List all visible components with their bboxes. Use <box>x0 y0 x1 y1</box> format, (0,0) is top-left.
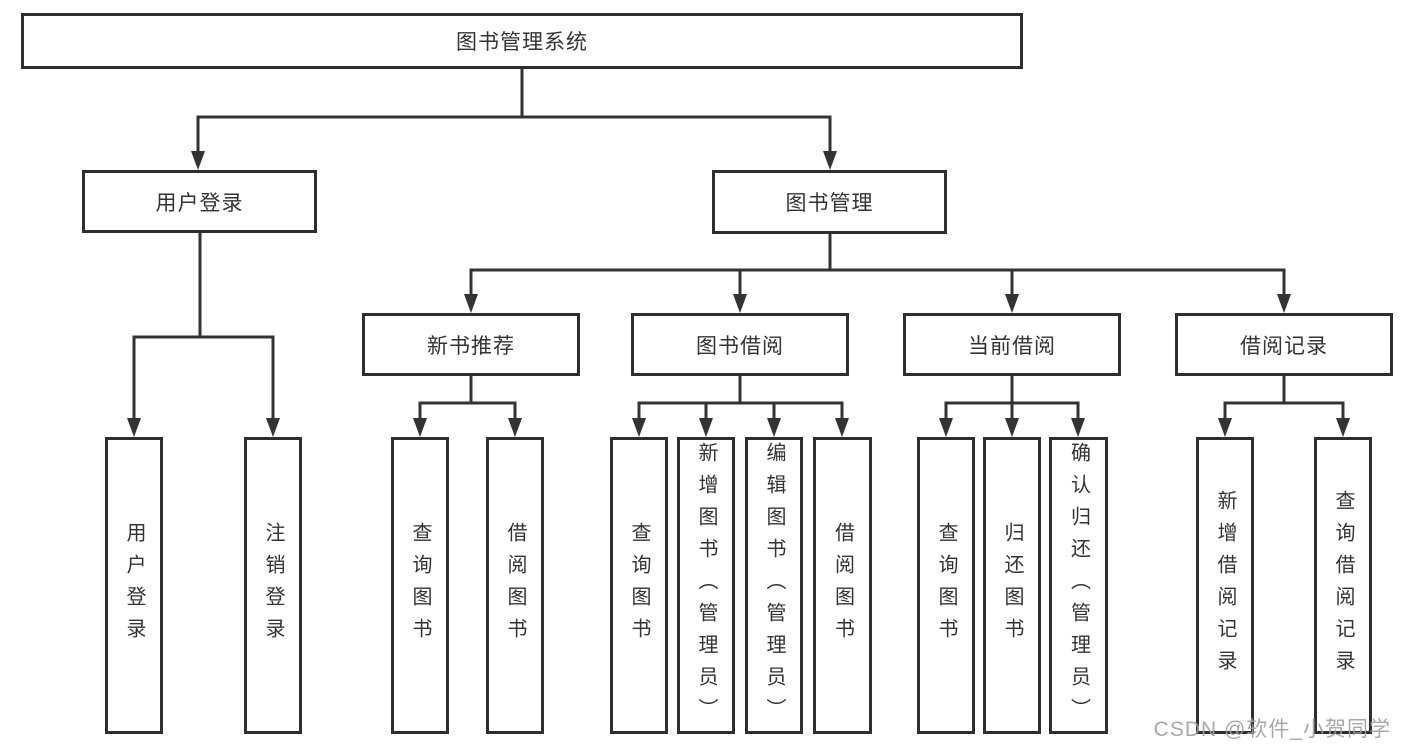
node-library-management-system: 图书管理系统 <box>21 13 1023 69</box>
node-label: 借阅记录 <box>1240 334 1328 358</box>
node-label: 借阅图书 <box>504 521 526 650</box>
leaf-query-books: 查询图书 <box>391 437 449 734</box>
node-label: 查询图书 <box>628 521 650 650</box>
connector-borrowing-records <box>1223 376 1345 421</box>
node-label: 图书借阅 <box>696 334 784 358</box>
arrowhead <box>699 418 713 437</box>
arrowhead <box>835 418 849 437</box>
arrowhead <box>1071 418 1085 437</box>
node-label: 图书管理系统 <box>456 31 588 54</box>
node-label: 查询借阅记录 <box>1332 489 1354 682</box>
node-current-borrowing: 当前借阅 <box>903 313 1121 376</box>
node-label: 查询图书 <box>935 521 957 650</box>
connector-new-book-recommend <box>418 376 517 421</box>
leaf-confirm-return-admin: 确认归还（管理员） <box>1049 437 1108 734</box>
node-new-book-recommend: 新书推荐 <box>362 313 580 376</box>
connector-book-borrowing <box>637 376 844 421</box>
node-book-management: 图书管理 <box>712 170 947 234</box>
node-label: 注销登录 <box>262 521 284 650</box>
arrowhead <box>733 294 747 313</box>
node-label: 确认归还（管理员） <box>1067 441 1090 730</box>
connector-current-borrowing <box>944 376 1080 421</box>
leaf-add-books-admin: 新增图书（管理员） <box>677 437 735 734</box>
node-borrowing-records: 借阅记录 <box>1175 313 1393 376</box>
arrowhead <box>1277 294 1291 313</box>
arrowhead <box>266 418 280 437</box>
arrowhead <box>1218 418 1232 437</box>
arrowhead <box>1336 418 1350 437</box>
csdn-watermark: CSDN @软件_小贺同学 <box>1153 718 1391 741</box>
arrowhead <box>823 151 837 170</box>
leaf-edit-books-admin: 编辑图书（管理员） <box>745 437 803 734</box>
node-label: 用户登录 <box>123 521 145 650</box>
node-label: 新增借阅记录 <box>1214 489 1236 682</box>
node-label: 归还图书 <box>1001 521 1023 650</box>
arrowhead <box>767 418 781 437</box>
arrowhead <box>464 294 478 313</box>
leaf-logout: 注销登录 <box>244 437 302 734</box>
node-label: 用户登录 <box>155 191 244 215</box>
arrowhead <box>413 418 427 437</box>
node-label: 查询图书 <box>409 521 431 650</box>
arrowhead <box>191 151 205 170</box>
connector-root-to-level2 <box>196 69 832 154</box>
node-label: 编辑图书（管理员） <box>763 441 785 730</box>
arrowhead <box>939 418 953 437</box>
leaf-borrow-books: 借阅图书 <box>486 437 544 734</box>
arrowhead <box>127 418 141 437</box>
leaf-borrow-books: 借阅图书 <box>813 437 872 734</box>
node-label: 新书推荐 <box>427 334 515 358</box>
connector-user-login <box>132 233 275 421</box>
node-label: 当前借阅 <box>968 334 1056 358</box>
leaf-query-books: 查询图书 <box>917 437 975 734</box>
leaf-query-books: 查询图书 <box>610 437 668 734</box>
arrowhead <box>1005 418 1019 437</box>
node-label: 借阅图书 <box>831 521 854 650</box>
node-label: 新增图书（管理员） <box>695 441 717 730</box>
leaf-return-books: 归还图书 <box>983 437 1041 734</box>
arrowhead <box>1005 294 1019 313</box>
node-label: 图书管理 <box>785 192 874 215</box>
node-user-login: 用户登录 <box>82 170 317 233</box>
leaf-add-borrow-record: 新增借阅记录 <box>1196 437 1254 734</box>
node-book-borrowing: 图书借阅 <box>631 313 849 376</box>
connector-book-management <box>469 234 1286 297</box>
arrowhead <box>508 418 522 437</box>
arrowhead <box>632 418 646 437</box>
leaf-user-login: 用户登录 <box>105 437 163 734</box>
leaf-query-borrow-record: 查询借阅记录 <box>1314 437 1372 734</box>
